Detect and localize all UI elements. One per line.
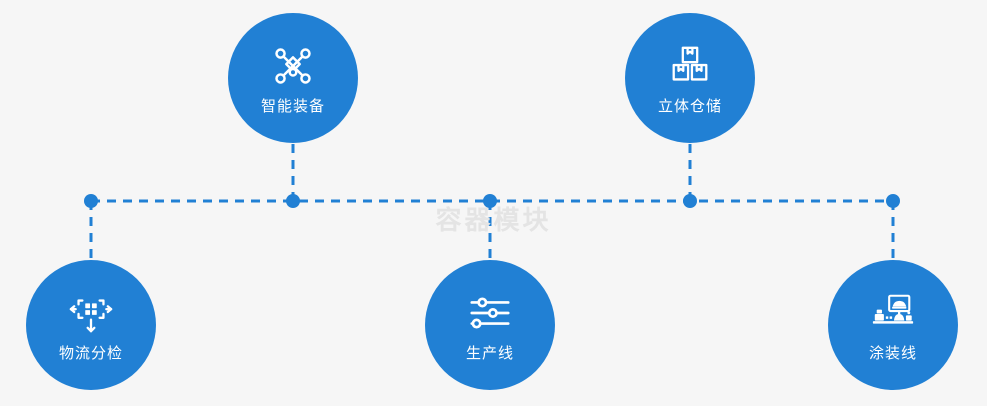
sliders-icon — [470, 296, 510, 329]
junction-dot-1[interactable] — [84, 194, 98, 208]
node-intelligent-equipment[interactable]: 智能装备 — [228, 13, 358, 143]
stacked-boxes-icon — [672, 46, 708, 81]
junction-dot-4[interactable] — [683, 194, 697, 208]
node-logistics-sorting[interactable]: 物流分检 — [26, 260, 156, 390]
node-label: 立体仓储 — [657, 97, 722, 115]
node-label: 涂装线 — [868, 344, 917, 362]
node-painting-line[interactable]: 涂装线 — [828, 260, 958, 390]
node-label: 物流分检 — [58, 344, 123, 362]
junction-dot-3[interactable] — [483, 194, 497, 208]
junction-dot-5[interactable] — [886, 194, 900, 208]
node-label: 生产线 — [465, 344, 514, 362]
node-production-line[interactable]: 生产线 — [425, 260, 555, 390]
paint-shop-monitor-icon — [872, 294, 914, 324]
network-nodes-icon — [275, 47, 311, 84]
sorting-arrows-icon — [69, 298, 113, 332]
junction-dot-2[interactable] — [286, 194, 300, 208]
node-stereo-warehouse[interactable]: 立体仓储 — [625, 13, 755, 143]
node-label: 智能装备 — [260, 97, 325, 115]
